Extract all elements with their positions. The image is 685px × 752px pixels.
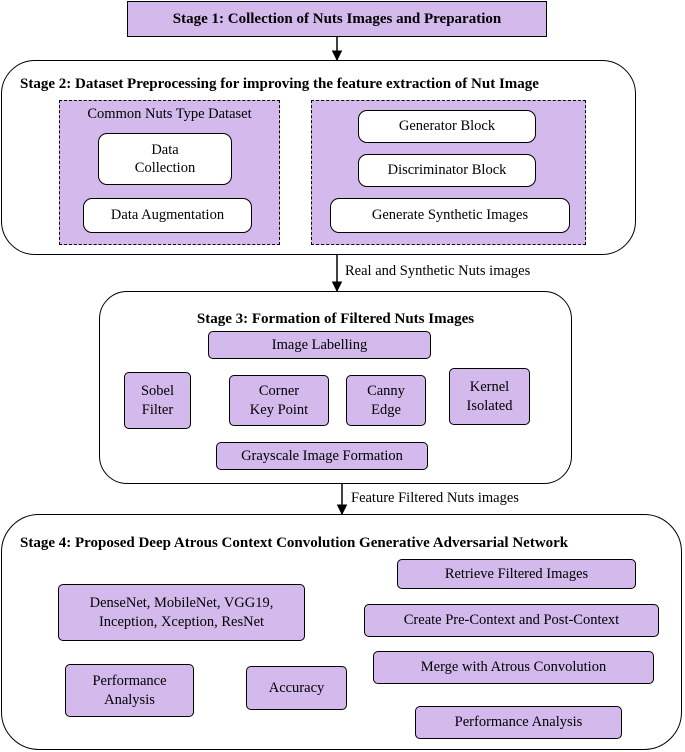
dataset-title: Common Nuts Type Dataset <box>87 106 252 122</box>
models-box: DenseNet, MobileNet, VGG19, Inception, X… <box>58 584 305 641</box>
perf-left-line2: Analysis <box>104 691 155 708</box>
kernel-isolated-box: Kernel Isolated <box>449 368 530 425</box>
retrieve-label: Retrieve Filtered Images <box>444 565 589 582</box>
context-label: Create Pre-Context and Post-Context <box>403 612 620 629</box>
data-collection-box: Data Collection <box>98 133 232 185</box>
retrieve-box: Retrieve Filtered Images <box>397 559 636 589</box>
sobel-line2: Filter <box>141 401 174 418</box>
stage2-title: Stage 2: Dataset Preprocessing for impro… <box>20 76 539 92</box>
image-labelling-label: Image Labelling <box>271 336 368 353</box>
perf-final-label: Performance Analysis <box>454 714 583 731</box>
corner-line1: Corner <box>258 383 300 400</box>
generator-box: Generator Block <box>358 110 536 143</box>
merge-box: Merge with Atrous Convolution <box>373 651 654 684</box>
data-augmentation-box: Data Augmentation <box>83 198 252 233</box>
performance-analysis-left-box: Performance Analysis <box>65 664 194 717</box>
corner-keypoint-box: Corner Key Point <box>229 375 329 426</box>
perf-left-line1: Performance <box>92 673 167 690</box>
canny-line2: Edge <box>371 401 401 418</box>
discriminator-label: Discriminator Block <box>387 162 507 179</box>
performance-analysis-final-box: Performance Analysis <box>415 706 622 739</box>
image-labelling-box: Image Labelling <box>208 331 431 359</box>
models-line1: DenseNet, MobileNet, VGG19, <box>89 595 274 612</box>
edge-label-real-synthetic: Real and Synthetic Nuts images <box>345 263 531 279</box>
sobel-filter-box: Sobel Filter <box>124 372 191 429</box>
data-augmentation-label: Data Augmentation <box>110 207 225 224</box>
accuracy-label: Accuracy <box>268 679 325 696</box>
stage3-title: Stage 3: Formation of Filtered Nuts Imag… <box>196 311 475 327</box>
merge-label: Merge with Atrous Convolution <box>420 659 607 676</box>
kernel-line2: Isolated <box>466 397 513 414</box>
discriminator-box: Discriminator Block <box>358 154 536 187</box>
context-box: Create Pre-Context and Post-Context <box>364 604 659 637</box>
generator-label: Generator Block <box>398 118 496 135</box>
stage1-box: Stage 1: Collection of Nuts Images and P… <box>127 1 547 37</box>
grayscale-box: Grayscale Image Formation <box>216 442 428 470</box>
canny-line1: Canny <box>367 383 405 400</box>
canny-edge-box: Canny Edge <box>346 375 426 426</box>
stage1-title: Stage 1: Collection of Nuts Images and P… <box>172 10 502 27</box>
sobel-line1: Sobel <box>140 383 175 400</box>
models-line2: Inception, Xception, ResNet <box>98 613 265 630</box>
grayscale-label: Grayscale Image Formation <box>241 447 403 464</box>
data-collection-line2: Collection <box>134 160 196 176</box>
kernel-line1: Kernel <box>469 379 510 396</box>
stage4-title: Stage 4: Proposed Deep Atrous Context Co… <box>20 535 569 551</box>
edge-label-feature-filtered: Feature Filtered Nuts images <box>351 490 519 506</box>
synthetic-label: Generate Synthetic Images <box>371 207 529 224</box>
accuracy-box: Accuracy <box>246 666 347 710</box>
data-collection-line1: Data <box>151 141 179 158</box>
synthetic-box: Generate Synthetic Images <box>330 198 570 233</box>
corner-line2: Key Point <box>249 401 309 418</box>
